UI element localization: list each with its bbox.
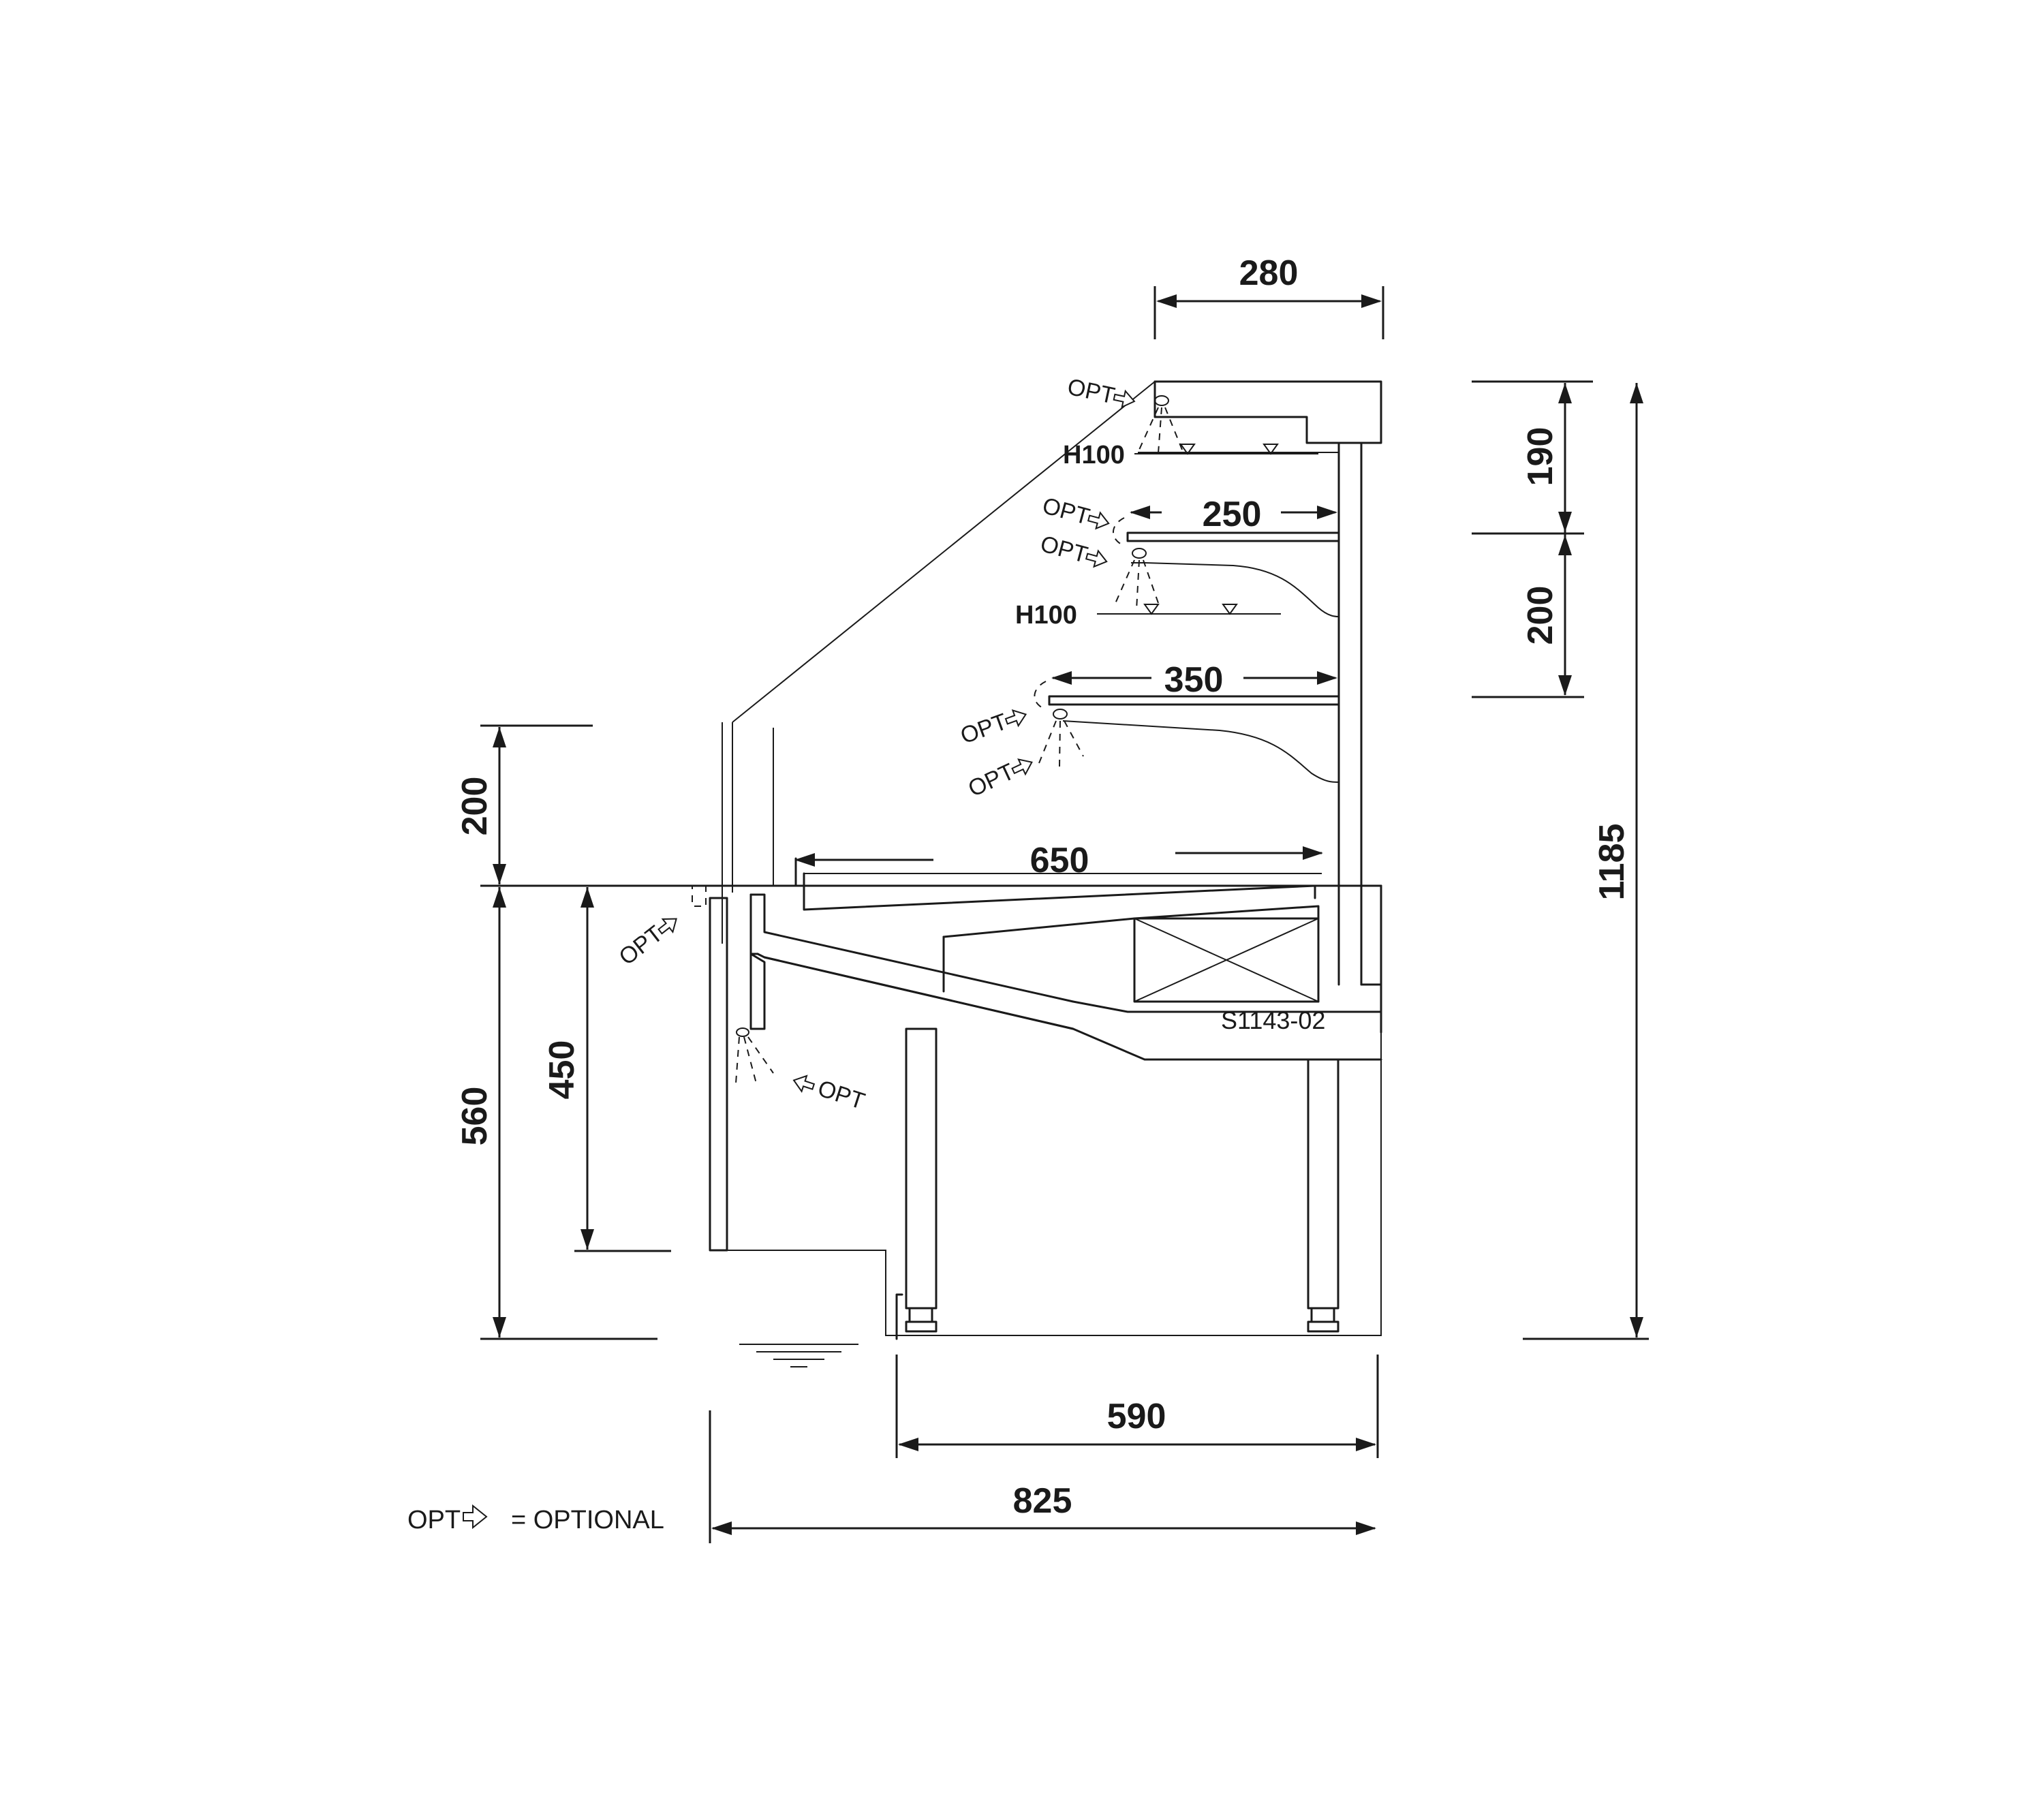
drawing-code: S1143-02 xyxy=(1221,1006,1325,1034)
dim-lower-shelf: 350 xyxy=(1164,660,1224,700)
level-label: H100 xyxy=(1015,601,1077,630)
opt-callout-lower-shelf-2: OPT xyxy=(964,758,1033,802)
legend: OPT = OPTIONAL xyxy=(407,1504,664,1534)
lower-body xyxy=(692,885,1382,1367)
dim-deck-depth: 650 xyxy=(1030,841,1089,880)
cabinet-outline xyxy=(711,380,1382,1034)
opt-callout-canopy: OPT xyxy=(1065,374,1136,409)
opt-label: OPT xyxy=(815,1075,868,1115)
opt-label: OPT xyxy=(1040,493,1092,530)
dim-overall-depth: 825 xyxy=(1013,1481,1072,1521)
opt-callout-upper-shelf-1: OPT xyxy=(1040,493,1110,530)
dim-counter-height: 560 xyxy=(455,1087,495,1146)
opt-callout-under-light: OPT xyxy=(792,1074,868,1115)
opt-callout-upper-shelf-2: OPT xyxy=(1038,531,1108,568)
opt-callout-front-socket: OPT xyxy=(615,918,677,970)
legend-symbol-label: OPT xyxy=(407,1506,461,1534)
dim-shelf-spacing: 200 xyxy=(1521,586,1560,645)
dimension-lines xyxy=(480,286,1649,1543)
dim-overall-height: 1185 xyxy=(1592,824,1632,901)
opt-label: OPT xyxy=(964,758,1018,802)
dim-base-depth: 590 xyxy=(1107,1397,1166,1436)
opt-label: OPT xyxy=(1038,531,1090,568)
opt-label: OPT xyxy=(957,709,1011,749)
dim-front-panel-height: 450 xyxy=(542,1040,582,1100)
opt-label: OPT xyxy=(1065,374,1117,409)
level-label: H100 xyxy=(1063,441,1125,469)
dim-top-depth: 280 xyxy=(1239,253,1299,293)
lower-shelf xyxy=(1048,695,1340,783)
opt-callout-lower-shelf-1: OPT xyxy=(957,709,1027,749)
dim-canopy-height: 190 xyxy=(1521,427,1560,486)
legend-meaning: = OPTIONAL xyxy=(511,1506,664,1534)
level-lines xyxy=(1097,444,1318,615)
dim-front-glass-height: 200 xyxy=(455,777,495,836)
optional-lights xyxy=(735,395,1183,1084)
dim-upper-shelf: 250 xyxy=(1203,495,1262,534)
